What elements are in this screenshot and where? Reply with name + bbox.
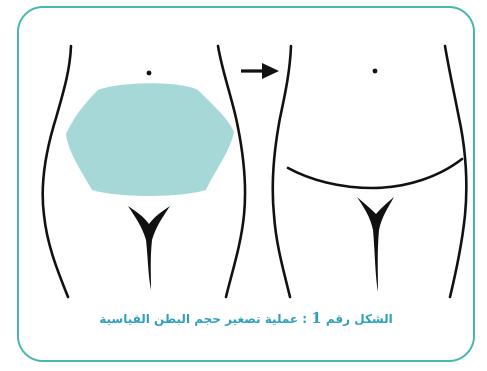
after-right-body-outline — [445, 46, 466, 297]
before-groin-line — [128, 206, 170, 290]
after-incision-scar — [288, 159, 462, 188]
figure-caption: الشكل رقم 1 : عملية تصغير حجم البطن القي… — [40, 309, 452, 327]
after-torso — [273, 46, 467, 297]
before-navel — [147, 71, 152, 76]
after-left-body-outline — [273, 46, 291, 297]
before-after-arrow — [241, 63, 279, 79]
caption-prefix: الشكل رقم — [326, 312, 393, 326]
before-right-body-outline — [218, 46, 245, 297]
after-navel — [373, 69, 378, 74]
before-excess-fat-area — [66, 83, 234, 196]
after-groin-line — [357, 197, 394, 292]
before-left-body-outline — [43, 46, 71, 297]
before-torso — [43, 46, 245, 297]
caption-number: 1 — [311, 309, 321, 327]
caption-text: عملية تصغير حجم البطن القياسية — [99, 312, 298, 326]
caption-separator: : — [302, 312, 307, 326]
